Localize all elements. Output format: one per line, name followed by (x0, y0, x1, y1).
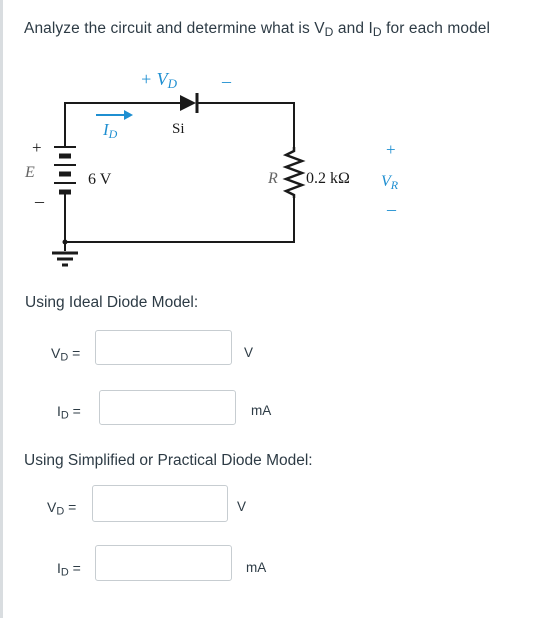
source-value: 6 V (88, 171, 112, 188)
practical-id-label: ID = (57, 560, 81, 579)
source-label: E (24, 164, 35, 181)
vr-plus-label: + (386, 140, 396, 159)
resistor-symbol (282, 147, 306, 198)
vd-plus-label: + VD (140, 69, 178, 91)
circuit-diagram: + VD – ID Si + E 6 V – R 0.2 kΩ + VR – (24, 69, 399, 267)
diode-symbol (180, 93, 199, 113)
diode-label: Si (172, 121, 185, 137)
ground-symbol (52, 251, 78, 267)
id-label: ID (102, 120, 118, 141)
practical-id-unit: mA (246, 560, 267, 575)
ideal-model-title: Using Ideal Diode Model: (25, 294, 199, 311)
practical-vd-input[interactable] (92, 485, 228, 522)
ideal-vd-input[interactable] (95, 330, 232, 365)
vr-minus-label: – (386, 199, 397, 219)
ideal-vd-label: VD = (51, 345, 81, 364)
left-border (0, 0, 3, 618)
resistor-value: 0.2 kΩ (306, 170, 350, 187)
battery-plus-label: + (32, 138, 42, 157)
vd-minus-label: – (221, 71, 232, 91)
battery-minus-label: – (34, 191, 45, 211)
vr-label: VR (381, 173, 399, 192)
ideal-id-label: ID = (57, 403, 81, 422)
ideal-id-unit: mA (251, 403, 272, 418)
practical-model-title: Using Simplified or Practical Diode Mode… (24, 452, 313, 469)
ideal-vd-unit: V (244, 345, 254, 360)
practical-vd-label: VD = (47, 499, 77, 518)
question-text: Analyze the circuit and determine what i… (24, 20, 491, 40)
battery-symbol (54, 146, 76, 201)
current-arrow (96, 110, 133, 120)
resistor-name: R (267, 170, 278, 187)
practical-vd-unit: V (237, 499, 247, 514)
practical-id-input[interactable] (95, 545, 232, 581)
ideal-id-input[interactable] (99, 390, 236, 425)
